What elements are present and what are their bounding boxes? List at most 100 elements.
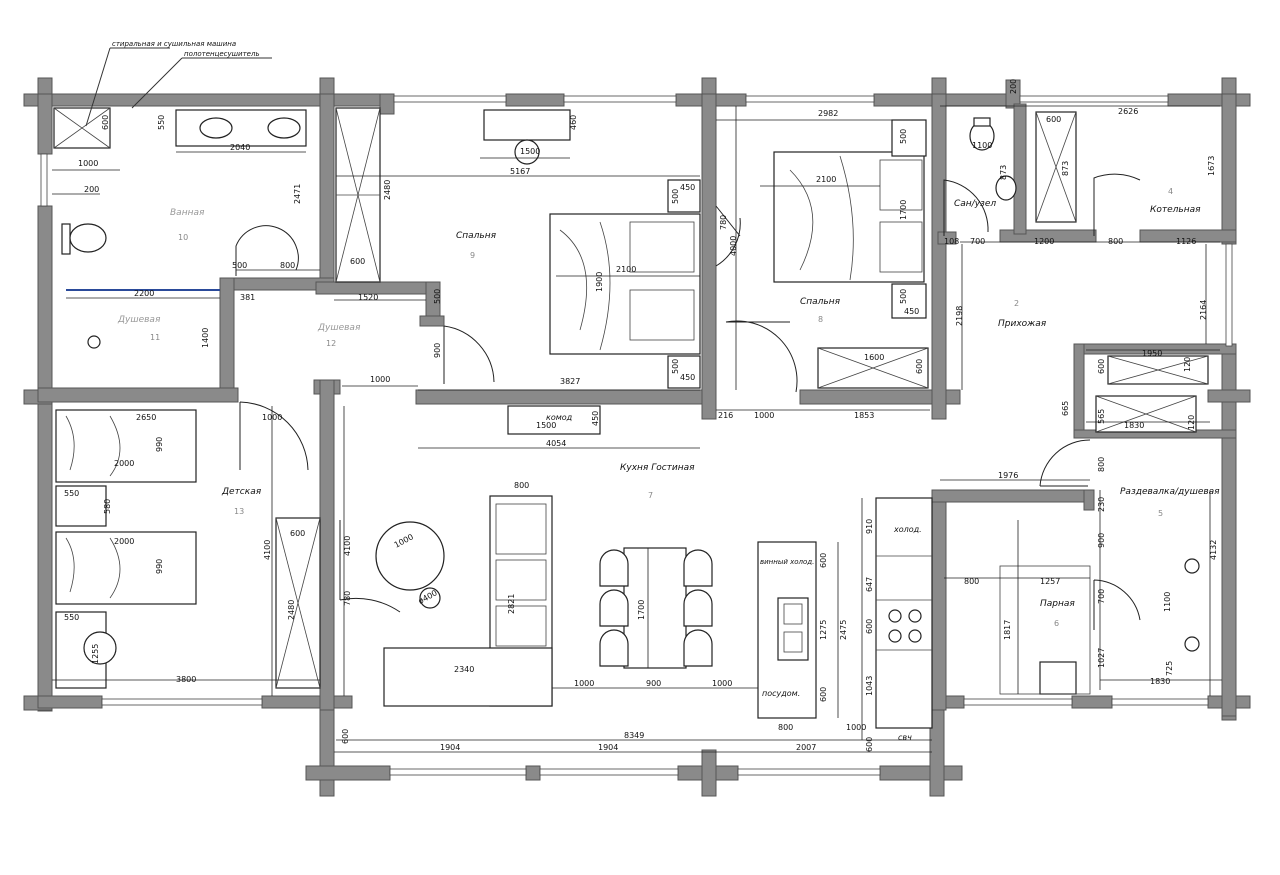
dim-label: 450 [680, 183, 695, 192]
dim-label: 200 [1009, 79, 1018, 94]
room-dressing-name: Раздевалка/душевая [1120, 487, 1220, 497]
dim-label: 600 [341, 729, 350, 744]
dim-label: 2626 [1118, 107, 1138, 116]
dim-label: 800 [280, 261, 295, 270]
dim-label: 1500 [536, 421, 556, 430]
dim-label: 1600 [864, 353, 884, 362]
dim-label: 216 [718, 411, 733, 420]
room-bedroom8-name: Спальня [800, 297, 841, 307]
dim-label: 500 [671, 359, 680, 374]
dim-label: 2100 [816, 175, 836, 184]
room-bedroom9-num: 9 [470, 251, 475, 260]
dim-label: 600 [1097, 359, 1106, 374]
dim-label: 500 [671, 189, 680, 204]
dim-label: 600 [819, 687, 828, 702]
dim-label: 1830 [1124, 421, 1144, 430]
dim-label: 1673 [1207, 156, 1216, 176]
room-living-name: Кухня Гостиная [620, 463, 695, 473]
dim-label: 873 [999, 165, 1008, 180]
dim-label: 5167 [510, 167, 530, 176]
dim-label: 500 [899, 289, 908, 304]
room-living-num: 7 [648, 491, 653, 500]
dim-label: 550 [64, 489, 79, 498]
dim-label: 1520 [358, 293, 378, 302]
dim-label: 725 [1165, 661, 1174, 676]
dim-label: 2000 [114, 537, 134, 546]
dimension-labels: 600 550 1000 200 2040 2471 2480 600 500 … [64, 79, 1218, 752]
dim-label: 990 [155, 437, 164, 452]
dim-label: 2007 [796, 743, 816, 752]
dim-label: 2000 [114, 459, 134, 468]
dim-label: 600 [915, 359, 924, 374]
dim-label: 1700 [637, 600, 646, 620]
dim-label: 4100 [263, 540, 272, 560]
dim-label: 500 [899, 129, 908, 144]
dim-label: 1126 [1176, 237, 1196, 246]
dim-label: 1000 [262, 413, 282, 422]
dim-label: 780 [343, 591, 352, 606]
dim-label: 780 [719, 215, 728, 230]
room-bathroom-name: Ванная [170, 208, 205, 218]
dim-label: 1900 [595, 272, 604, 292]
dim-label: 2982 [818, 109, 838, 118]
dim-label: 600 [1046, 115, 1061, 124]
windows [40, 95, 1233, 776]
dim-label: 1817 [1003, 620, 1012, 640]
dim-label: 800 [514, 481, 529, 490]
dim-label: 2340 [454, 665, 474, 674]
dim-label: 1976 [998, 471, 1018, 480]
dim-label: 600 [290, 529, 305, 538]
dim-label: 873 [1061, 161, 1070, 176]
walls [23, 77, 1251, 797]
room-bedroom8-num: 8 [818, 315, 823, 324]
dim-label: 2200 [134, 289, 154, 298]
dim-label: 1950 [1142, 349, 1162, 358]
dim-label: 1000 [754, 411, 774, 420]
room-kids-name: Детская [221, 487, 262, 497]
room-wc-name: Сан/узел [954, 199, 996, 209]
dim-label: 450 [680, 373, 695, 382]
dim-label: 900 [646, 679, 661, 688]
chest-label: комод [546, 413, 573, 422]
dishwasher-label: посудом. [762, 689, 800, 698]
dim-label: 2198 [955, 306, 964, 326]
dim-label: 1027 [1097, 648, 1106, 668]
dim-label: 460 [569, 115, 578, 130]
dim-label: 4054 [546, 439, 566, 448]
dim-label: 1000 [846, 723, 866, 732]
dim-label: 1100 [972, 141, 992, 150]
dim-label: 1275 [819, 620, 828, 640]
dim-label: 1043 [865, 676, 874, 696]
dim-label: 2471 [293, 184, 302, 204]
wine-cooler-label: винный холод. [760, 558, 814, 566]
dim-label: 2475 [839, 620, 848, 640]
room-hall-name: Прихожая [998, 319, 1047, 329]
washer-annotation: стиральная и сушильная машина [112, 40, 236, 48]
dim-label: 600 [865, 737, 874, 752]
dim-label: 600 [819, 553, 828, 568]
dim-label: 1000 [712, 679, 732, 688]
dim-label: 800 [1097, 457, 1106, 472]
dim-label: 1000 [78, 159, 98, 168]
room-shower11-name: Душевая [117, 315, 161, 325]
room-boiler-num: 4 [1168, 187, 1173, 196]
dim-label: 500 [433, 289, 442, 304]
dim-label: 1000 [574, 679, 594, 688]
room-sauna-name: Парная [1040, 599, 1075, 609]
dim-label: 2480 [383, 180, 392, 200]
dim-label: 600 [865, 619, 874, 634]
dim-label: 108 [944, 237, 959, 246]
dim-label: 1700 [899, 200, 908, 220]
dim-label: 1000 [370, 375, 390, 384]
dim-label: 550 [157, 115, 166, 130]
room-bathroom-num: 10 [178, 233, 188, 242]
room-dressing-num: 5 [1158, 509, 1163, 518]
microwave-label: свч [898, 733, 912, 742]
dim-label: 990 [155, 559, 164, 574]
dim-label: 600 [350, 257, 365, 266]
room-kids-num: 13 [234, 507, 244, 516]
dim-label: 200 [84, 185, 99, 194]
room-bedroom9-name: Спальня [456, 231, 497, 241]
room-boiler-name: Котельная [1150, 205, 1201, 215]
dim-label: 565 [1097, 409, 1106, 424]
